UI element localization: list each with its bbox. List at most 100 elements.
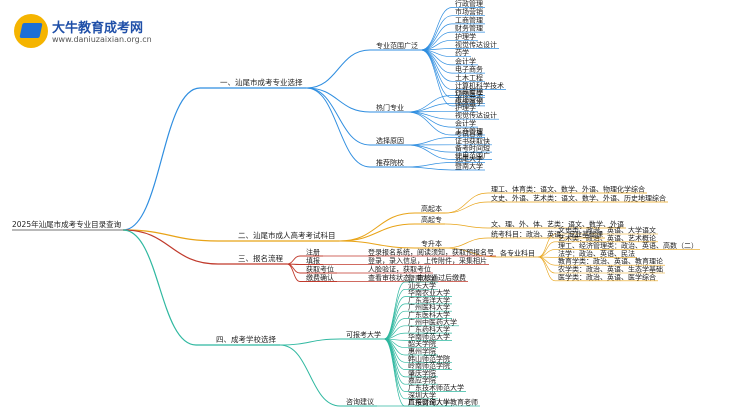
step-value: 登录报名系统，阅读须知，获取预报名号 — [368, 248, 494, 257]
group-connector — [279, 338, 341, 346]
group-label: 推荐院校 — [376, 158, 404, 167]
leaf-label: 直接咨询大牛教育老师 — [408, 398, 478, 407]
leaf-label: 行政管理 — [455, 87, 483, 96]
leaf-label: 护理学 — [455, 32, 476, 41]
leaf-connector — [406, 111, 453, 136]
leaf-label: 视觉传达设计 — [455, 40, 497, 49]
leaf-label: 护理学 — [455, 103, 476, 112]
leaf-connector — [406, 111, 453, 128]
leaf-connector — [383, 338, 406, 407]
group-connector — [306, 87, 371, 146]
logo-name: 大牛教育成考网 — [52, 21, 144, 36]
leaf-connector — [420, 7, 453, 51]
group-label: 专业范围广泛 — [376, 41, 418, 50]
leaf-label: 广州中医药大学 — [408, 317, 457, 326]
leaf-label: 暨南大学 — [408, 274, 436, 283]
leaf-label: 计算机科学技术 — [455, 81, 504, 90]
leaf-label: 汕尾大学 — [455, 154, 483, 163]
leaf-connector — [406, 144, 453, 153]
leaf-label: 使用范围广 — [455, 151, 490, 160]
leaf-label: 会计学 — [455, 56, 476, 65]
leaf-label: 市场营销 — [455, 7, 483, 16]
leaf-connector — [383, 288, 406, 340]
leaf-connector — [444, 192, 489, 214]
leaf-connector — [444, 223, 489, 229]
leaf-label: 法学：政治、英语、民法 — [558, 249, 635, 258]
leaf-label: 农学类：政治、英语、生态学基础 — [558, 265, 663, 274]
leaf-label: 惠州学院 — [408, 347, 436, 356]
leaf-label: 广东财经大学 — [408, 398, 450, 407]
leaf-connector — [406, 162, 453, 168]
leaf-connector — [444, 247, 498, 258]
branch-connector — [123, 229, 219, 265]
leaf-label: 深圳大学 — [408, 390, 436, 399]
leaf-label: 教育学类：政治、英语、教育理论 — [558, 257, 663, 266]
leaf-label: 文史、外语、艺术类：语文、数学、外语、历史地理综合 — [491, 194, 666, 203]
branch-title: 一、汕尾市成考专业选择 — [220, 77, 303, 87]
group-label: 咨询建议 — [346, 397, 374, 406]
logo-badge-icon — [14, 14, 48, 48]
step-value: 查看审核状态，审核通过后缴费 — [368, 273, 466, 282]
leaf-connector — [383, 303, 406, 340]
leaf-label: 华南师范大学 — [408, 332, 450, 341]
leaf-connector — [537, 256, 556, 282]
leaf-label: 备考时间短 — [455, 144, 490, 153]
leaf-label: 文、理、外、体、艺类：语文、数学、外语 — [491, 220, 624, 229]
leaf-label: 医学类：政治、英语、医学综合 — [558, 272, 656, 281]
leaf-label: 考试容易 — [455, 129, 483, 138]
leaf-label: 嘉应学院 — [408, 376, 436, 385]
branch-connector — [123, 229, 197, 346]
leaf-label: 证书获取快 — [455, 136, 490, 145]
step-key: 缴费确认 — [306, 273, 334, 282]
branch-title: 四、成考学校选择 — [216, 334, 276, 344]
leaf-label: 临床医学 — [455, 97, 483, 106]
leaf-connector — [537, 256, 556, 266]
leaf-label: 财务管理 — [455, 24, 483, 33]
step-value: 登录，录入信息，上传附件，采集相片 — [368, 256, 487, 265]
leaf-label: 广东海洋大学 — [408, 295, 450, 304]
leaf-label: 广东医科大学 — [408, 310, 450, 319]
leaf-label: 广东技术师范大学 — [408, 383, 464, 392]
leaf-label: 市场营销 — [455, 95, 483, 104]
group-label: 热门专业 — [376, 103, 404, 112]
leaf-label: 视觉传达设计 — [455, 111, 497, 120]
leaf-label: 土木工程 — [455, 73, 483, 82]
leaf-label: 理工、经济管理类：政治、英语、高数（二） — [558, 241, 698, 250]
leaf-label: 电子商务 — [455, 65, 483, 74]
leaf-label: 广州医科大学 — [408, 303, 450, 312]
step-connector — [286, 263, 301, 282]
leaf-label: 华南农业大学 — [408, 288, 450, 297]
leaf-label: 动物医学 — [455, 89, 483, 98]
node-labels: 2025年汕尾市成考专业目录查询一、汕尾市成考专业选择二、汕尾市成人高考考试科目… — [12, 0, 698, 407]
leaf-label: 工商管理 — [455, 127, 483, 136]
leaf-label: 韩山师范学院 — [408, 354, 450, 363]
leaf-connector — [406, 103, 453, 113]
leaf-connector — [420, 49, 453, 82]
group-connector — [306, 49, 371, 89]
leaf-label: 暨南大学 — [455, 162, 483, 171]
group-connector — [339, 240, 416, 249]
leaf-label: 会计学 — [455, 119, 476, 128]
leaf-label: 文史类：政治、英语、大学语文 — [558, 226, 656, 235]
group-connector — [306, 87, 371, 168]
leaf-label: 行政管理 — [455, 0, 483, 8]
group-connector — [279, 344, 341, 407]
root-topic: 2025年汕尾市成考专业目录查询 — [12, 219, 122, 229]
leaf-connector — [444, 201, 489, 214]
leaf-label: 工商管理 — [455, 15, 483, 24]
leaf-connector — [420, 23, 453, 51]
leaf-label: 韶关学院 — [408, 339, 436, 348]
group-label: 可报考大学 — [346, 330, 381, 339]
leaf-label: 统考科目：政治、英语、专业基础课 — [491, 230, 603, 239]
group-label: 专升本 — [421, 239, 442, 248]
logo-url: www.daniuzaixian.org.cn — [52, 35, 152, 44]
step-connector — [286, 255, 301, 265]
group-label: 选择原因 — [376, 136, 404, 145]
branch-connector — [123, 87, 201, 231]
leaf-connector — [420, 49, 453, 90]
leaf-label: 肇庆学院 — [408, 368, 436, 377]
leaf-connector — [406, 166, 453, 171]
leaf-label: 岭南师范学院 — [408, 361, 450, 370]
branch-connector — [123, 229, 219, 242]
